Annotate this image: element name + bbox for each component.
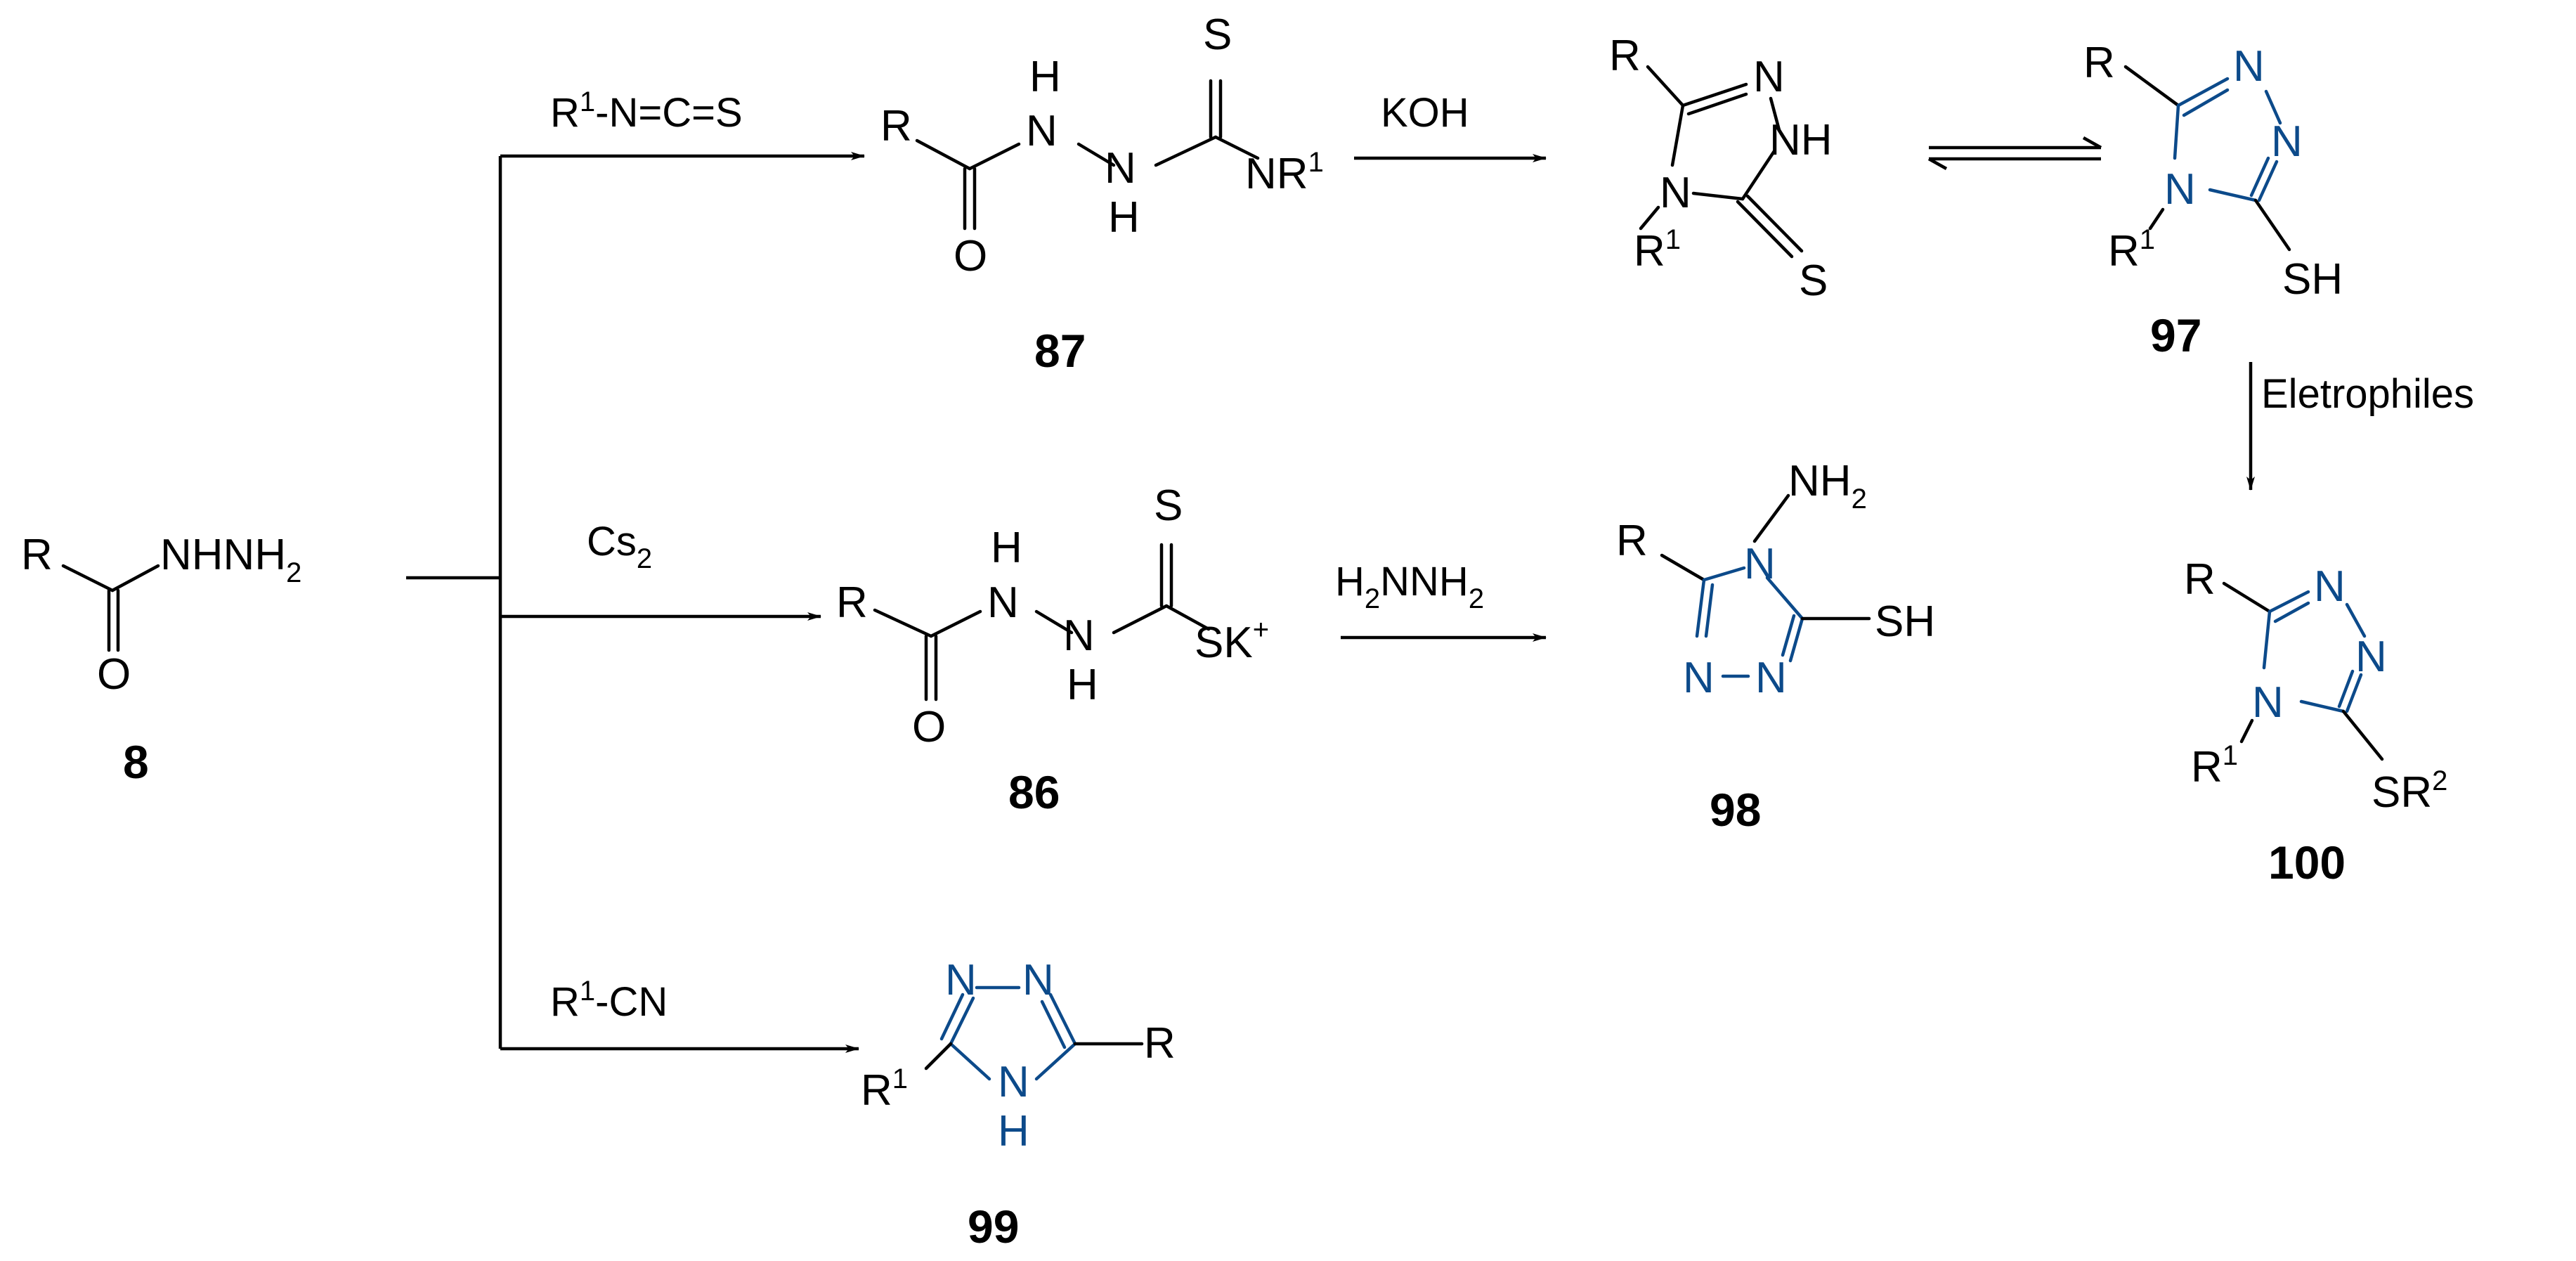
condition-isothiocyanate: R1-N=C=S <box>550 86 743 136</box>
branch-arrows <box>406 152 865 1053</box>
atom-r: R <box>1616 517 1648 565</box>
atom-r: R <box>836 578 868 627</box>
atom-n-right: N <box>2271 117 2303 166</box>
atom-n4: N <box>1744 540 1776 588</box>
compound-100: R N N N R1 SR2 100 <box>2184 555 2447 888</box>
atom-nr1: NR1 <box>1245 147 1324 198</box>
condition-cs2: Cs2 <box>587 519 652 574</box>
atom-h-upper: H <box>991 524 1022 572</box>
atom-sk-plus: SK+ <box>1195 614 1269 667</box>
atom-n-upper: N <box>987 578 1019 627</box>
atom-sh: SH <box>1875 597 1935 646</box>
compound-number-87: 87 <box>1034 325 1086 377</box>
atom-o: O <box>97 650 131 699</box>
atom-r: R <box>2083 39 2115 87</box>
compound-number-8: 8 <box>123 736 149 788</box>
atom-n-h: N <box>998 1058 1029 1106</box>
atom-sh: SH <box>2282 255 2343 304</box>
atom-r: R <box>1144 1019 1176 1068</box>
atom-n4: N <box>2252 678 2284 727</box>
atom-n-bottom-right: N <box>1755 654 1787 702</box>
atom-r1: R1 <box>2191 740 2238 791</box>
equilibrium-arrows <box>1927 136 2102 170</box>
compound-87: R O H N N H S NR1 87 <box>880 11 1324 377</box>
atom-n-top: N <box>2233 42 2265 91</box>
atom-nh2: NH2 <box>1788 457 1867 515</box>
thione-tautomer: R N NH N R1 S <box>1609 32 1833 305</box>
atom-o: O <box>912 703 946 751</box>
compound-number-86: 86 <box>1008 766 1060 818</box>
atom-r1: R1 <box>2108 224 2155 276</box>
atom-h: H <box>998 1107 1029 1156</box>
atom-sr2: SR2 <box>2372 765 2447 817</box>
atom-r: R <box>880 102 912 150</box>
atom-n-upper: N <box>1026 107 1058 155</box>
compound-98: NH2 R N N N SH 98 <box>1616 457 1935 836</box>
atom-nh: NH <box>1769 116 1833 164</box>
compound-99: N N R R1 N H 99 <box>861 956 1176 1253</box>
atom-n-top-left: N <box>945 956 977 1004</box>
compound-97: R N N N R1 SH 97 <box>2083 39 2343 361</box>
atom-n-right: N <box>2355 633 2387 681</box>
atom-s: S <box>1154 481 1183 530</box>
atom-h-lower: H <box>1108 193 1140 242</box>
atom-n-top: N <box>1753 53 1785 101</box>
atom-n-top: N <box>2314 562 2346 611</box>
atom-r1: R1 <box>1634 224 1681 276</box>
atom-n-lower: N <box>1105 144 1136 193</box>
atom-r: R <box>21 531 53 579</box>
atom-n-bottom-left: N <box>1683 654 1715 702</box>
atom-h-upper: H <box>1029 53 1061 101</box>
atom-r: R <box>1609 32 1641 80</box>
compound-86: R O H N N H S SK+ 86 <box>836 481 1269 818</box>
atom-n-lower: N <box>1063 612 1095 660</box>
compound-8: R NHNH2 O 8 <box>21 531 301 788</box>
atom-n4: N <box>1660 169 1691 217</box>
atom-s: S <box>1203 11 1232 59</box>
atom-n4: N <box>2164 165 2196 214</box>
compound-number-97: 97 <box>2150 309 2201 361</box>
compound-number-98: 98 <box>1710 784 1761 836</box>
atom-r: R <box>2184 555 2216 604</box>
condition-koh: KOH <box>1381 90 1469 136</box>
condition-hydrazine: H2NNH2 <box>1335 559 1484 614</box>
atom-n-top-right: N <box>1022 956 1054 1004</box>
compound-number-99: 99 <box>968 1201 1019 1253</box>
compound-number-100: 100 <box>2268 836 2346 888</box>
atom-h-lower: H <box>1067 661 1098 709</box>
atom-nhnh2: NHNH2 <box>160 531 301 588</box>
atom-r1: R1 <box>861 1063 908 1115</box>
condition-electrophiles: Eletrophiles <box>2261 371 2474 417</box>
atom-s: S <box>1799 257 1828 305</box>
condition-nitrile: R1-CN <box>550 976 668 1025</box>
atom-o: O <box>954 232 987 280</box>
